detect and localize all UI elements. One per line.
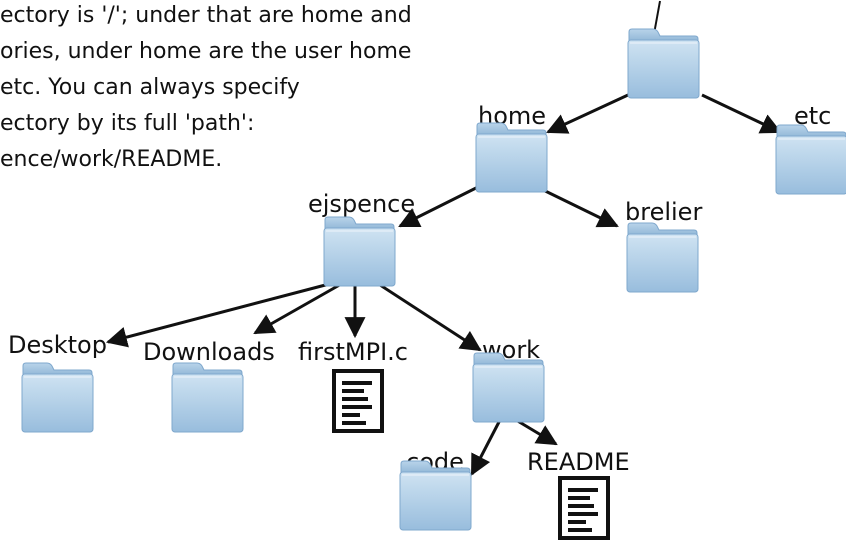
edge-ejspence-downloads: [253, 281, 344, 335]
edge-work-code: [470, 419, 502, 476]
label-ejspence: ejspence: [308, 190, 415, 218]
explanation-line-5: ence/work/README.: [0, 147, 223, 172]
edge-root-etc: [701, 93, 782, 134]
label-brelier: brelier: [625, 198, 702, 226]
explanation-line-4: ectory by its full 'path':: [0, 111, 255, 136]
edge-root-home: [546, 93, 629, 134]
explanation-text: ectory is '/'; under that are home and o…: [0, 0, 470, 180]
label-desktop: Desktop: [8, 331, 107, 359]
folder-icon-desktop: [21, 362, 94, 433]
folder-icon-work: [472, 352, 545, 423]
explanation-line-3: etc. You can always specify: [0, 75, 300, 100]
folder-icon-downloads: [171, 362, 244, 433]
label-readme: README: [527, 448, 630, 476]
folder-icon-etc: [775, 124, 846, 195]
edge-home-ejspence: [398, 184, 481, 228]
label-firstmpi: firstMPI.c: [298, 338, 408, 366]
tree-edges: [105, 93, 782, 476]
edge-home-brelier: [534, 184, 619, 228]
folder-icon-home: [475, 122, 548, 193]
edge-ejspence-desktop: [105, 281, 334, 348]
folder-icon-brelier: [626, 222, 699, 293]
document-icon-firstmpi: [332, 369, 384, 433]
document-icon-readme: [558, 476, 610, 540]
edge-work-readme: [515, 418, 558, 446]
explanation-line-2: ories, under home are the user home: [0, 39, 412, 64]
edge-ejspence-work: [376, 281, 482, 352]
explanation-line-1: ectory is '/'; under that are home and: [0, 3, 412, 28]
root-slash-mark: [653, 0, 661, 35]
label-downloads: Downloads: [143, 338, 275, 366]
folder-icon-root: [627, 28, 700, 99]
folder-icon-code: [399, 460, 472, 531]
folder-icon-ejspence: [323, 216, 396, 287]
